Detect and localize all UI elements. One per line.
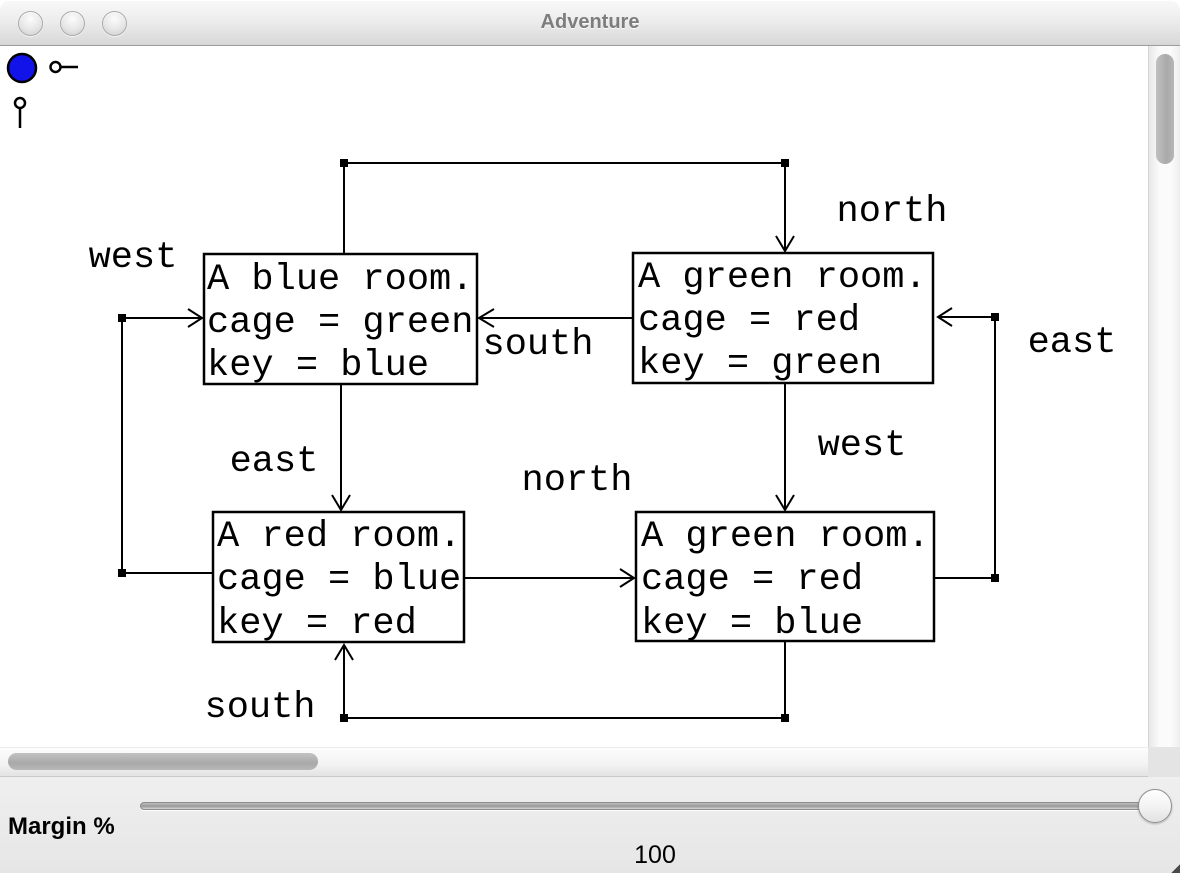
arrowhead-down [331,494,351,512]
edge-label-south: south [482,324,593,366]
room-text: key = red [217,603,417,645]
edge-north-top: north [340,159,948,254]
footer-panel: Margin % 100 [0,777,1180,873]
room-text: key = blue [207,345,429,387]
horizontal-scrollbar[interactable] [0,747,1148,777]
bend-dot [118,314,126,322]
arrowhead-left [477,308,495,328]
edge-label-west: west [89,237,178,279]
diagram-canvas[interactable]: north south west eas [0,46,1148,747]
window-title: Adventure [540,11,640,33]
arrowhead-down [775,494,795,512]
arrowhead-down [775,235,795,253]
arrowhead-up [334,643,354,661]
edge-label-north: north [521,460,632,502]
blue-ball-icon[interactable] [6,52,38,84]
room-text: cage = red [641,559,863,601]
room-text: A green room. [641,516,930,558]
bend-dot [340,714,348,722]
room-red-node[interactable] [211,510,466,644]
minimize-button[interactable] [60,11,85,36]
room-text: key = blue [641,603,863,645]
room-text: A red room. [217,516,461,558]
arrowhead-right [187,308,204,328]
room-text: A green room. [638,257,927,299]
titlebar[interactable]: Adventure [0,0,1180,46]
zoom-button[interactable] [102,11,127,36]
margin-slider-value: 100 [634,841,676,869]
bend-dot [991,313,999,321]
room-green-ne: A green room. cage = red key = green [631,251,935,385]
bend-dot [781,714,789,722]
room-text: cage = green [207,302,473,344]
key-bow [13,96,27,110]
bend-dot [991,574,999,582]
key-bow [49,60,62,74]
room-red: A red room. cage = blue key = red [211,510,466,645]
edge-label-south: south [204,687,315,729]
scrollbar-corner [1148,747,1180,777]
edge-west-mid: west [775,383,907,512]
resize-grip[interactable] [1171,864,1180,873]
edge-north-mid: north [464,460,636,588]
edge-label-north: north [836,191,947,233]
horizontal-scrollbar-thumb[interactable] [8,753,318,770]
bend-dot [118,569,126,577]
edge-east-mid: east [230,384,351,512]
edge-label-west: west [818,425,907,467]
room-green-se: A green room. cage = red key = blue [634,510,936,645]
edge-east-loop: east [934,307,1117,582]
margin-percent-label: Margin % [8,813,115,840]
room-text: cage = red [638,300,860,342]
arrowhead-left [936,307,953,327]
room-text: cage = blue [217,559,461,601]
margin-slider-thumb[interactable] [1138,789,1172,823]
margin-slider-track[interactable] [140,802,1170,810]
bend-dot [781,159,789,167]
edge-south-loop: south [204,641,789,729]
room-text: A blue room. [207,259,473,301]
horizontal-key-icon[interactable] [49,60,79,74]
edge-label-east: east [230,441,319,483]
close-button[interactable] [18,11,43,36]
vertical-key-icon[interactable] [13,96,27,128]
room-text: key = green [638,343,882,385]
edge-label-east: east [1028,322,1117,364]
vertical-scrollbar-thumb[interactable] [1156,54,1174,164]
room-blue: A blue room. cage = green key = blue [202,252,479,387]
bend-dot [340,159,348,167]
vertical-scrollbar[interactable] [1148,46,1180,747]
edge-west-loop: west [89,237,213,577]
edge-south-mid: south [477,308,633,366]
room-blue-node[interactable] [202,252,479,386]
arrowhead-right [619,568,636,588]
room-green-se-node[interactable] [634,510,936,643]
room-green-ne-node[interactable] [631,251,935,385]
